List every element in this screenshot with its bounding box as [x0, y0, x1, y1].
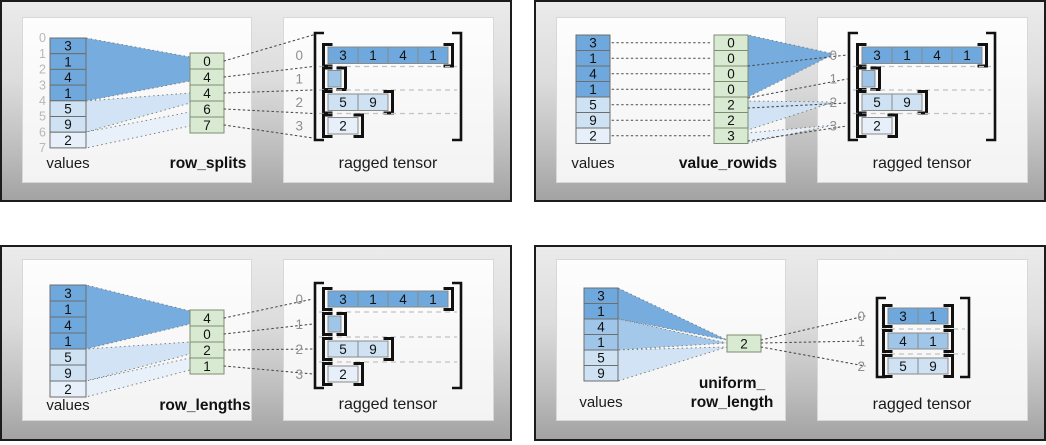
tensor-panel-row-splits [283, 17, 494, 183]
tensor-panel-uniform-row-length [817, 259, 1028, 421]
input-panel-row-lengths [22, 259, 252, 421]
input-panel-row-splits [22, 17, 252, 183]
tensor-panel-row-lengths [283, 259, 494, 421]
input-panel-uniform-row-length [556, 259, 786, 421]
input-panel-value-rowids [556, 17, 786, 183]
tensor-panel-value-rowids [817, 17, 1028, 183]
